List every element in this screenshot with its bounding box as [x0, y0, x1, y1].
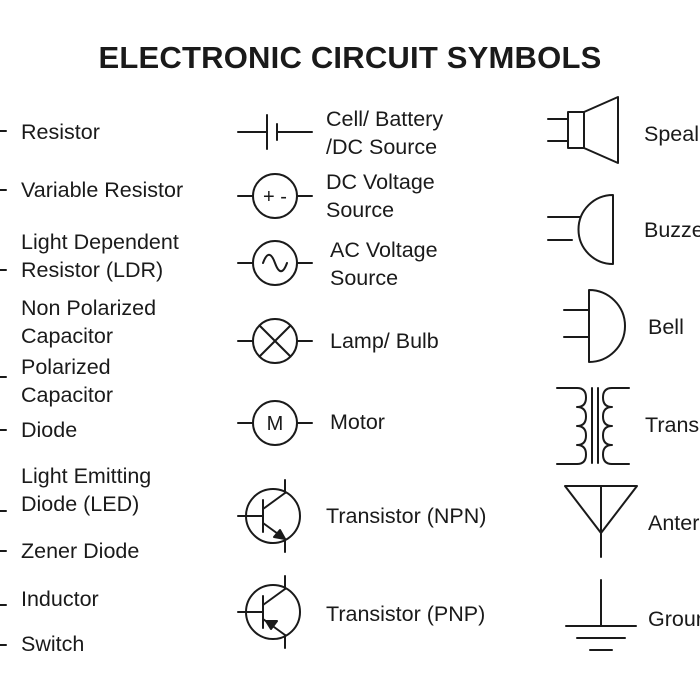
diode-lead-icon: [0, 429, 7, 431]
transformer-icon: [556, 387, 630, 465]
label-speaker: Speal: [644, 122, 699, 146]
ldr-lead-icon: [0, 269, 7, 271]
label-ldr: Light Dependent Resistor (LDR): [21, 230, 179, 282]
label-ground: Grour: [648, 607, 700, 631]
label-antenna: Anter: [648, 511, 700, 535]
resistor-lead-icon: [0, 130, 7, 132]
motor-icon: M: [237, 400, 313, 446]
label-diode: Diode: [21, 418, 78, 442]
label-motor: Motor: [330, 410, 385, 434]
ground-icon: [565, 579, 637, 651]
switch-lead-icon: [0, 644, 7, 646]
npn-transistor-icon: [237, 479, 301, 553]
svg-text:M: M: [267, 413, 284, 435]
pnp-transistor-icon: [237, 575, 301, 649]
bell-icon: [563, 289, 626, 363]
svg-text:+ -: + -: [263, 186, 287, 208]
label-switch: Switch: [21, 632, 85, 656]
label-transformer: Trans: [645, 413, 700, 437]
label-resistor: Resistor: [21, 120, 100, 144]
page-title: ELECTRONIC CIRCUIT SYMBOLS: [98, 40, 602, 75]
label-buzzer: Buzze: [644, 218, 700, 242]
variable-resistor-lead-icon: [0, 189, 7, 191]
antenna-icon: [564, 485, 638, 558]
label-led: Light Emitting Diode (LED): [21, 464, 152, 516]
label-inductor: Inductor: [21, 587, 99, 611]
battery-icon: [237, 114, 313, 150]
label-ac-voltage-source: AC Voltage Source: [330, 238, 438, 290]
inductor-lead-icon: [0, 604, 7, 606]
label-polarized-capacitor: Polarized Capacitor: [21, 355, 114, 407]
zener-diode-lead-icon: [0, 550, 7, 552]
dc-voltage-source-icon: + -: [237, 173, 313, 219]
label-zener-diode: Zener Diode: [21, 539, 140, 563]
polarized-capacitor-lead-icon: [0, 376, 7, 378]
ac-voltage-source-icon: [237, 240, 313, 286]
buzzer-icon: [547, 194, 614, 265]
label-battery: Cell/ Battery /DC Source: [326, 107, 444, 159]
label-bell: Bell: [648, 315, 684, 339]
label-pnp-transistor: Transistor (PNP): [326, 602, 486, 626]
speaker-icon: [547, 96, 619, 164]
label-lamp: Lamp/ Bulb: [330, 329, 439, 353]
led-lead-icon: [0, 510, 7, 512]
label-npn-transistor: Transistor (NPN): [326, 504, 487, 528]
lamp-icon: [237, 318, 313, 364]
label-dc-voltage-source: DC Voltage Source: [326, 170, 435, 222]
label-non-polarized-capacitor: Non Polarized Capacitor: [21, 296, 157, 348]
label-variable-resistor: Variable Resistor: [21, 178, 184, 202]
